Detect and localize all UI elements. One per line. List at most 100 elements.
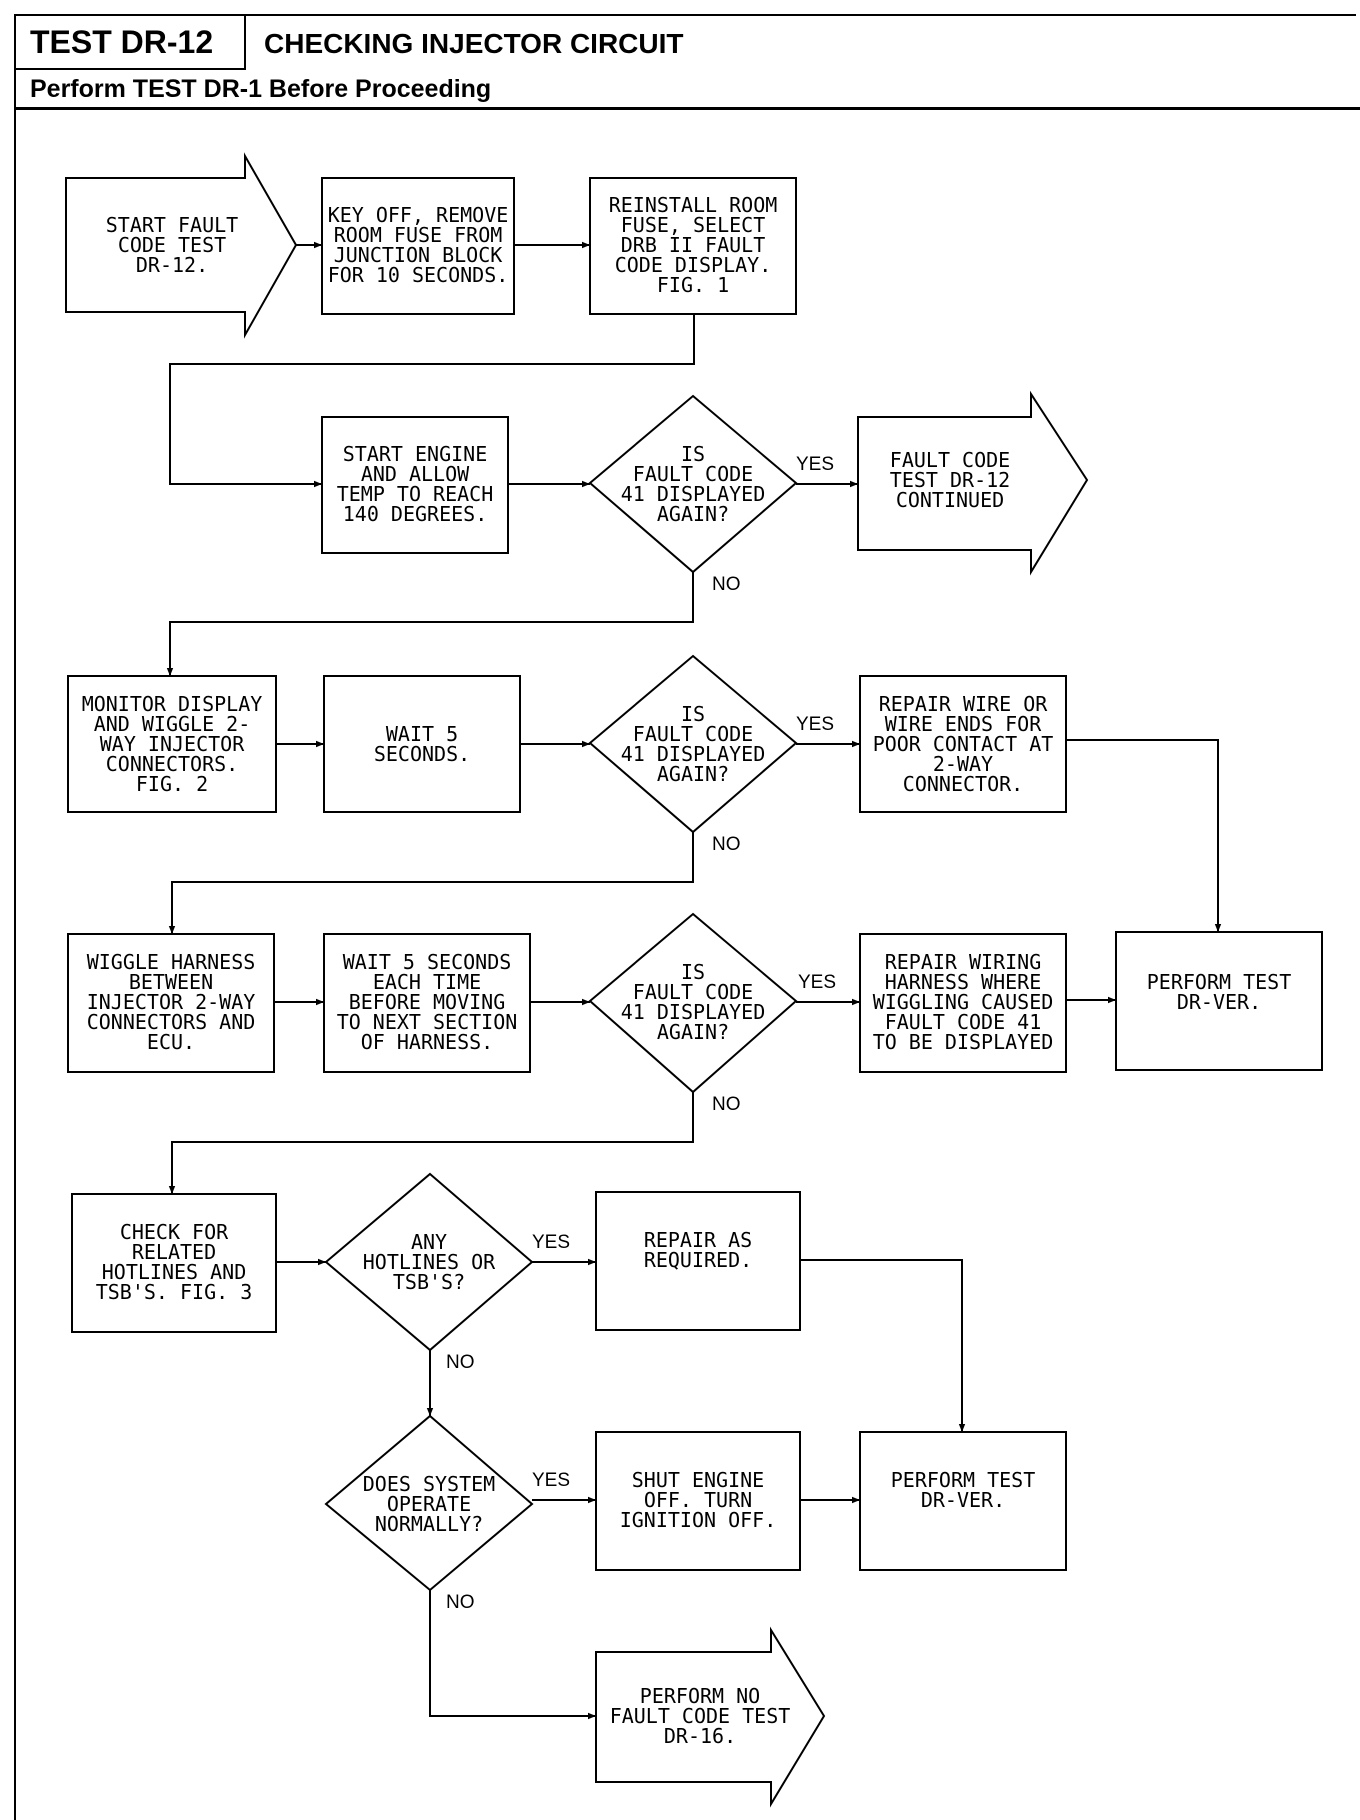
test-id: TEST DR-12 [14, 14, 246, 70]
check-hotlines-text: CHECK FOR [120, 1220, 229, 1244]
wait5-each-text: BEFORE MOVING [349, 990, 506, 1014]
check-hotlines-text: TSB'S. FIG. 3 [96, 1280, 253, 1304]
dec4-text: TSB'S? [393, 1270, 465, 1294]
no-label: NO [712, 574, 741, 595]
repair-wiring-text: WIGGLING CAUSED [873, 990, 1054, 1014]
arrow-repairwire-ver1 [1066, 739, 1222, 932]
arrow-dec2-wiggle [168, 832, 694, 934]
no-label: NO [446, 1592, 475, 1613]
start-engine-text: 140 DEGREES. [343, 502, 488, 526]
shut-engine-text: OFF. TURN [644, 1488, 752, 1512]
reinstall-text: FIG. 1 [657, 273, 729, 297]
yes-label: YES [532, 1232, 570, 1253]
monitor-text: MONITOR DISPLAY [82, 692, 263, 716]
perform-dr16-text: FAULT CODE TEST [610, 1704, 791, 1728]
perform-dr16-text: PERFORM NO [640, 1684, 760, 1708]
dec4-text: HOTLINES OR [363, 1250, 496, 1274]
no-label: NO [446, 1352, 475, 1373]
start-engine-text: AND ALLOW [361, 462, 470, 486]
dec3-text: IS [681, 960, 705, 984]
repair-wire-text: REPAIR WIRE OR [879, 692, 1049, 716]
perform-dr16-text: DR-16. [664, 1724, 736, 1748]
key-off-text: KEY OFF, REMOVE [328, 203, 509, 227]
monitor-text: AND WIGGLE 2- [94, 712, 251, 736]
start-text: START FAULT [106, 213, 238, 237]
wait5-text: WAIT 5 [386, 722, 458, 746]
dec2-text: 41 DISPLAYED [621, 742, 766, 766]
yes-label: YES [796, 454, 834, 475]
dec3-text: 41 DISPLAYED [621, 1000, 766, 1024]
wait5-each-text: OF HARNESS. [361, 1030, 493, 1054]
perform-ver-1-text: DR-VER. [1177, 990, 1261, 1014]
header: TEST DR-12 CHECKING INJECTOR CIRCUIT Per… [0, 0, 1360, 110]
repair-wiring-text: FAULT CODE 41 [885, 1010, 1042, 1034]
monitor-text: CONNECTORS. [106, 752, 238, 776]
dec4-text: ANY [411, 1230, 447, 1254]
perform-ver-2-text: PERFORM TEST [891, 1468, 1036, 1492]
perform-ver-2-text: DR-VER. [921, 1488, 1005, 1512]
monitor-text: WAY INJECTOR [100, 732, 245, 756]
dec1-text: IS [681, 442, 705, 466]
reinstall-text: DRB II FAULT [621, 233, 766, 257]
repair-wiring-text: TO BE DISPLAYED [873, 1030, 1054, 1054]
key-off-text: JUNCTION BLOCK [334, 243, 503, 267]
repair-wire-text: POOR CONTACT AT [873, 732, 1054, 756]
dec3-text: AGAIN? [657, 1020, 729, 1044]
repair-wire-text: CONNECTOR. [903, 772, 1023, 796]
dec5-text: OPERATE [387, 1492, 471, 1516]
key-off-text: FOR 10 SECONDS. [328, 263, 509, 287]
dec5-text: DOES SYSTEM [363, 1472, 495, 1496]
dec1-text: 41 DISPLAYED [621, 482, 766, 506]
shut-engine-text: SHUT ENGINE [632, 1468, 764, 1492]
start-text: CODE TEST [118, 233, 226, 257]
arrow-dec1-monitor [166, 572, 694, 676]
continued-text: TEST DR-12 [890, 468, 1010, 492]
perform-ver-1-text: PERFORM TEST [1147, 970, 1292, 994]
reinstall-text: FUSE, SELECT [621, 213, 766, 237]
perform-dr16-node [595, 1626, 826, 1808]
wiggle-harness-text: CONNECTORS AND [87, 1010, 256, 1034]
wait5-each-text: WAIT 5 SECONDS [343, 950, 512, 974]
yes-label: YES [532, 1470, 570, 1491]
continued-text: CONTINUED [896, 488, 1004, 512]
continued-text: FAULT CODE [890, 448, 1010, 472]
no-label: NO [712, 834, 741, 855]
wiggle-harness-text: INJECTOR 2-WAY [87, 990, 256, 1014]
yes-label: YES [796, 714, 834, 735]
wiggle-harness-text: ECU. [147, 1030, 195, 1054]
wiggle-harness-text: BETWEEN [129, 970, 213, 994]
dec2-text: AGAIN? [657, 762, 729, 786]
repair-wiring-text: HARNESS WHERE [885, 970, 1042, 994]
subtitle: Perform TEST DR-1 Before Proceeding [14, 70, 1360, 110]
start-node [65, 152, 298, 339]
page-title: CHECKING INJECTOR CIRCUIT [246, 14, 1356, 70]
reinstall-text: CODE DISPLAY. [615, 253, 772, 277]
start-engine-text: START ENGINE [343, 442, 488, 466]
dec5-text: NORMALLY? [375, 1512, 483, 1536]
arrow-dec3-check [168, 1092, 694, 1194]
repair-wire-text: WIRE ENDS FOR [885, 712, 1042, 736]
check-hotlines-text: RELATED [132, 1240, 216, 1264]
repair-required-text: REQUIRED. [644, 1248, 752, 1272]
arrow-repair-ver2 [800, 1259, 966, 1432]
arrow-dec5-dr16 [429, 1590, 596, 1720]
start-text: DR-12. [136, 253, 208, 277]
start-engine-text: TEMP TO REACH [337, 482, 494, 506]
repair-required-text: REPAIR AS [644, 1228, 752, 1252]
dec2-text: FAULT CODE [633, 722, 753, 746]
wait5-text: SECONDS. [374, 742, 470, 766]
dec2-text: IS [681, 702, 705, 726]
shut-engine-text: IGNITION OFF. [620, 1508, 777, 1532]
dec3-text: FAULT CODE [633, 980, 753, 1004]
monitor-text: FIG. 2 [136, 772, 208, 796]
repair-wiring-text: REPAIR WIRING [885, 950, 1042, 974]
wait5-each-text: EACH TIME [373, 970, 481, 994]
no-label: NO [712, 1094, 741, 1115]
dec1-text: FAULT CODE [633, 462, 753, 486]
yes-label: YES [798, 972, 836, 993]
reinstall-text: REINSTALL ROOM [609, 193, 778, 217]
dec1-text: AGAIN? [657, 502, 729, 526]
arrow-reinstall-startengine [169, 314, 695, 488]
key-off-text: ROOM FUSE FROM [334, 223, 503, 247]
